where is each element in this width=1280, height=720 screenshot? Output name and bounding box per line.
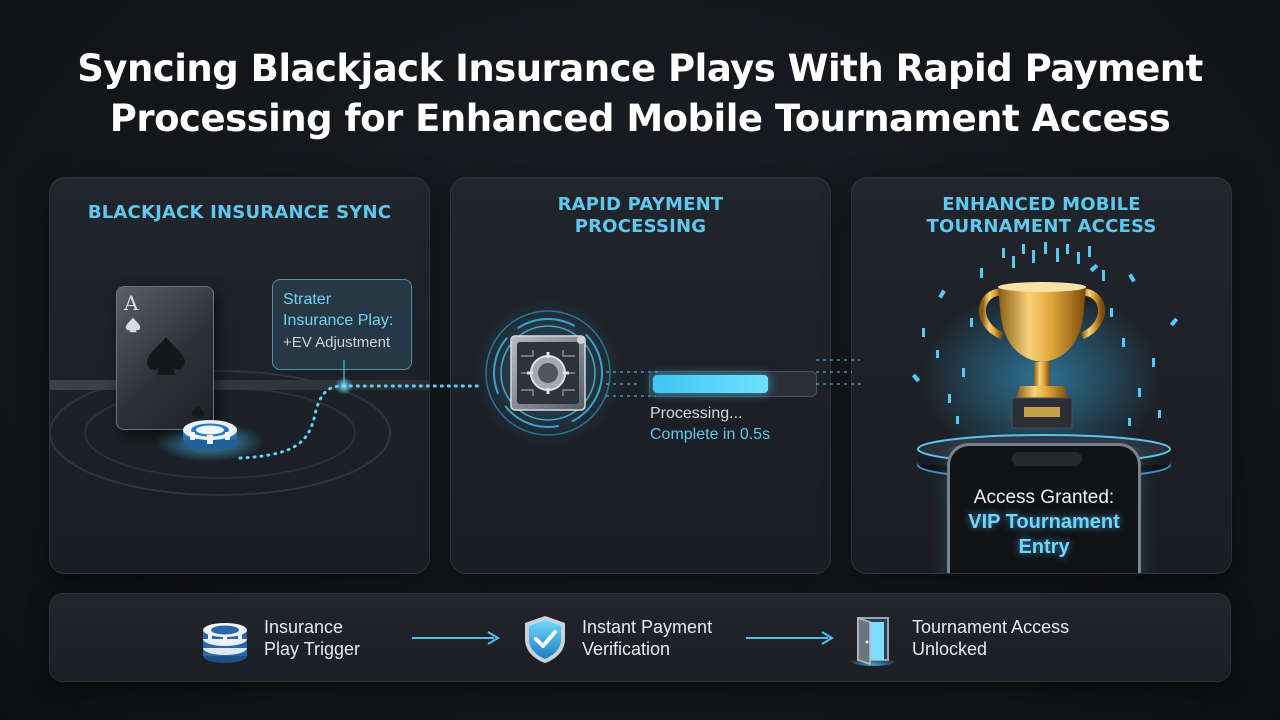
tournament-access-heading: ENHANCED MOBILE TOURNAMENT ACCESS: [926, 194, 1157, 237]
vip-entry-line-1: VIP Tournament: [968, 511, 1120, 533]
vault-processor-icon: [474, 299, 622, 447]
card-rank: A: [124, 291, 139, 315]
callout-title-2: Insurance Play:: [283, 312, 394, 329]
access-message: Access Granted: VIP Tournament Entry: [950, 486, 1138, 560]
step-2-label: Instant Payment Verification: [582, 617, 713, 659]
mobile-phone: Access Granted: VIP Tournament Entry: [947, 443, 1141, 573]
vip-entry-line-2: Entry: [1018, 536, 1070, 558]
rapid-payment-heading: RAPID PAYMENT PROCESSING: [557, 194, 724, 237]
spade-icon: [191, 405, 205, 419]
payment-progress-bar: [649, 371, 817, 397]
title-line-1: Syncing Blackjack Insurance Plays With R…: [77, 47, 1203, 90]
callout-subtitle: +EV Adjustment: [283, 334, 391, 351]
arrow-right-icon: [412, 631, 500, 645]
insurance-sync-panel: BLACKJACK INSURANCE SYNC A Str: [49, 177, 430, 574]
poker-chip-icon: [183, 420, 237, 450]
processing-status: Processing...: [650, 405, 743, 422]
table-rings-decoration: [50, 370, 429, 496]
spade-icon: [147, 337, 185, 375]
ace-of-spades-card: A: [116, 286, 214, 430]
open-door-icon: [849, 616, 897, 666]
poker-chips-icon: [203, 623, 247, 663]
payment-progress-fill: [653, 375, 769, 393]
tournament-access-panel: ENHANCED MOBILE TOURNAMENT ACCESS: [851, 177, 1232, 574]
processing-complete-time: Complete in 0.5s: [650, 426, 771, 443]
phone-notch: [1012, 452, 1082, 466]
callout-title-1: Strater: [283, 291, 332, 308]
arrow-right-icon: [746, 631, 834, 645]
spade-icon: [125, 317, 141, 333]
title-line-2: Processing for Enhanced Mobile Tournamen…: [109, 97, 1171, 140]
process-steps-bar: Insurance Play Trigger Inst: [49, 593, 1231, 682]
access-granted-text: Access Granted:: [973, 487, 1115, 508]
page-title: Syncing Blackjack Insurance Plays With R…: [0, 44, 1280, 144]
shield-check-icon: [525, 616, 565, 663]
step-3-label: Tournament Access Unlocked: [912, 617, 1070, 659]
insurance-sync-heading: BLACKJACK INSURANCE SYNC: [87, 202, 392, 223]
step-1-label: Insurance Play Trigger: [264, 617, 361, 659]
trophy-icon: [979, 282, 1105, 429]
insurance-play-callout: Strater Insurance Play: +EV Adjustment: [272, 279, 412, 370]
rapid-payment-panel: RAPID PAYMENT PROCESSING: [450, 177, 831, 574]
